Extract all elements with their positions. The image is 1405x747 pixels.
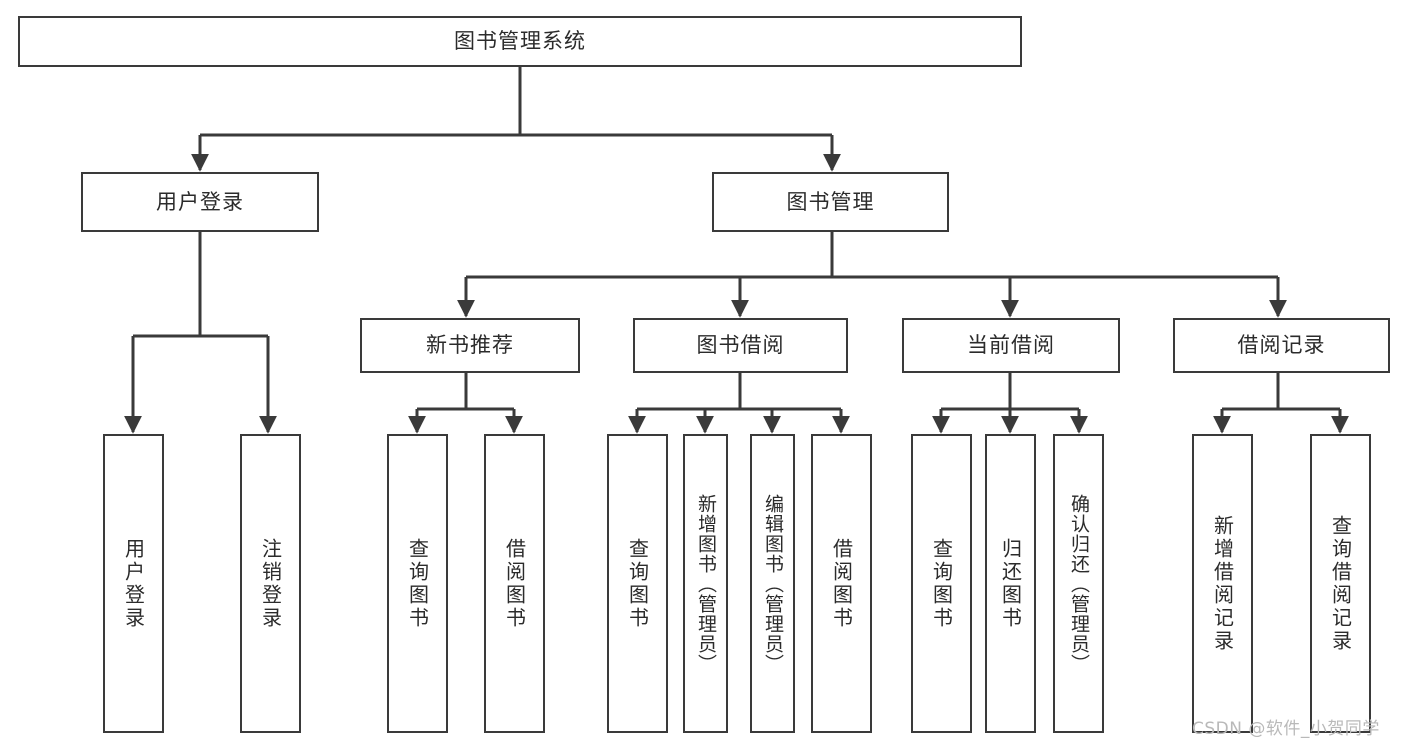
csdn-watermark: CSDN @软件_小贺同学 <box>1192 719 1380 739</box>
node-borrow-record[interactable]: 借阅记录 <box>1173 318 1390 373</box>
leaf-current-borrow-return[interactable]: 归还图书 <box>985 434 1036 733</box>
node-label: 图书管理系统 <box>454 29 586 54</box>
leaf-book-borrow-query[interactable]: 查询图书 <box>607 434 668 733</box>
node-label: 用户登录 <box>156 189 244 214</box>
node-book-management[interactable]: 图书管理 <box>712 172 949 232</box>
node-label: 查询图书 <box>405 537 430 630</box>
leaf-current-borrow-confirm-return-admin[interactable]: 确认归还（管理员） <box>1053 434 1104 733</box>
leaf-user-login-signout[interactable]: 注销登录 <box>240 434 301 733</box>
node-current-borrow[interactable]: 当前借阅 <box>902 318 1120 373</box>
node-label: 用户登录 <box>121 537 146 630</box>
leaf-book-borrow-edit-admin[interactable]: 编辑图书（管理员） <box>750 434 795 733</box>
node-label: 图书管理 <box>786 189 875 214</box>
leaf-borrow-record-add[interactable]: 新增借阅记录 <box>1192 434 1253 733</box>
node-label: 查询借阅记录 <box>1328 514 1353 653</box>
leaf-book-borrow-add-admin[interactable]: 新增图书（管理员） <box>683 434 728 733</box>
leaf-new-book-borrow[interactable]: 借阅图书 <box>484 434 545 733</box>
node-label: 新增图书（管理员） <box>694 493 717 674</box>
node-label: 确认归还（管理员） <box>1067 493 1090 674</box>
node-book-borrow[interactable]: 图书借阅 <box>633 318 848 373</box>
node-label: 编辑图书（管理员） <box>761 493 784 674</box>
leaf-borrow-record-query[interactable]: 查询借阅记录 <box>1310 434 1371 733</box>
node-label: 新增借阅记录 <box>1210 514 1235 653</box>
node-label: 图书借阅 <box>696 333 785 358</box>
leaf-book-borrow-borrow[interactable]: 借阅图书 <box>811 434 872 733</box>
leaf-user-login-signin[interactable]: 用户登录 <box>103 434 164 733</box>
node-label: 借阅图书 <box>829 537 854 630</box>
node-label: 查询图书 <box>929 537 954 630</box>
node-user-login[interactable]: 用户登录 <box>81 172 319 232</box>
leaf-current-borrow-query[interactable]: 查询图书 <box>911 434 972 733</box>
node-new-book-recommend[interactable]: 新书推荐 <box>360 318 580 373</box>
leaf-new-book-query[interactable]: 查询图书 <box>387 434 448 733</box>
node-label: 新书推荐 <box>426 333 514 358</box>
node-label: 当前借阅 <box>967 333 1055 358</box>
node-label: 借阅图书 <box>502 537 527 630</box>
node-label: 归还图书 <box>998 537 1023 630</box>
node-label: 注销登录 <box>258 537 283 630</box>
node-label: 借阅记录 <box>1237 333 1326 358</box>
node-root-book-management-system[interactable]: 图书管理系统 <box>18 16 1022 67</box>
node-label: 查询图书 <box>625 537 650 630</box>
